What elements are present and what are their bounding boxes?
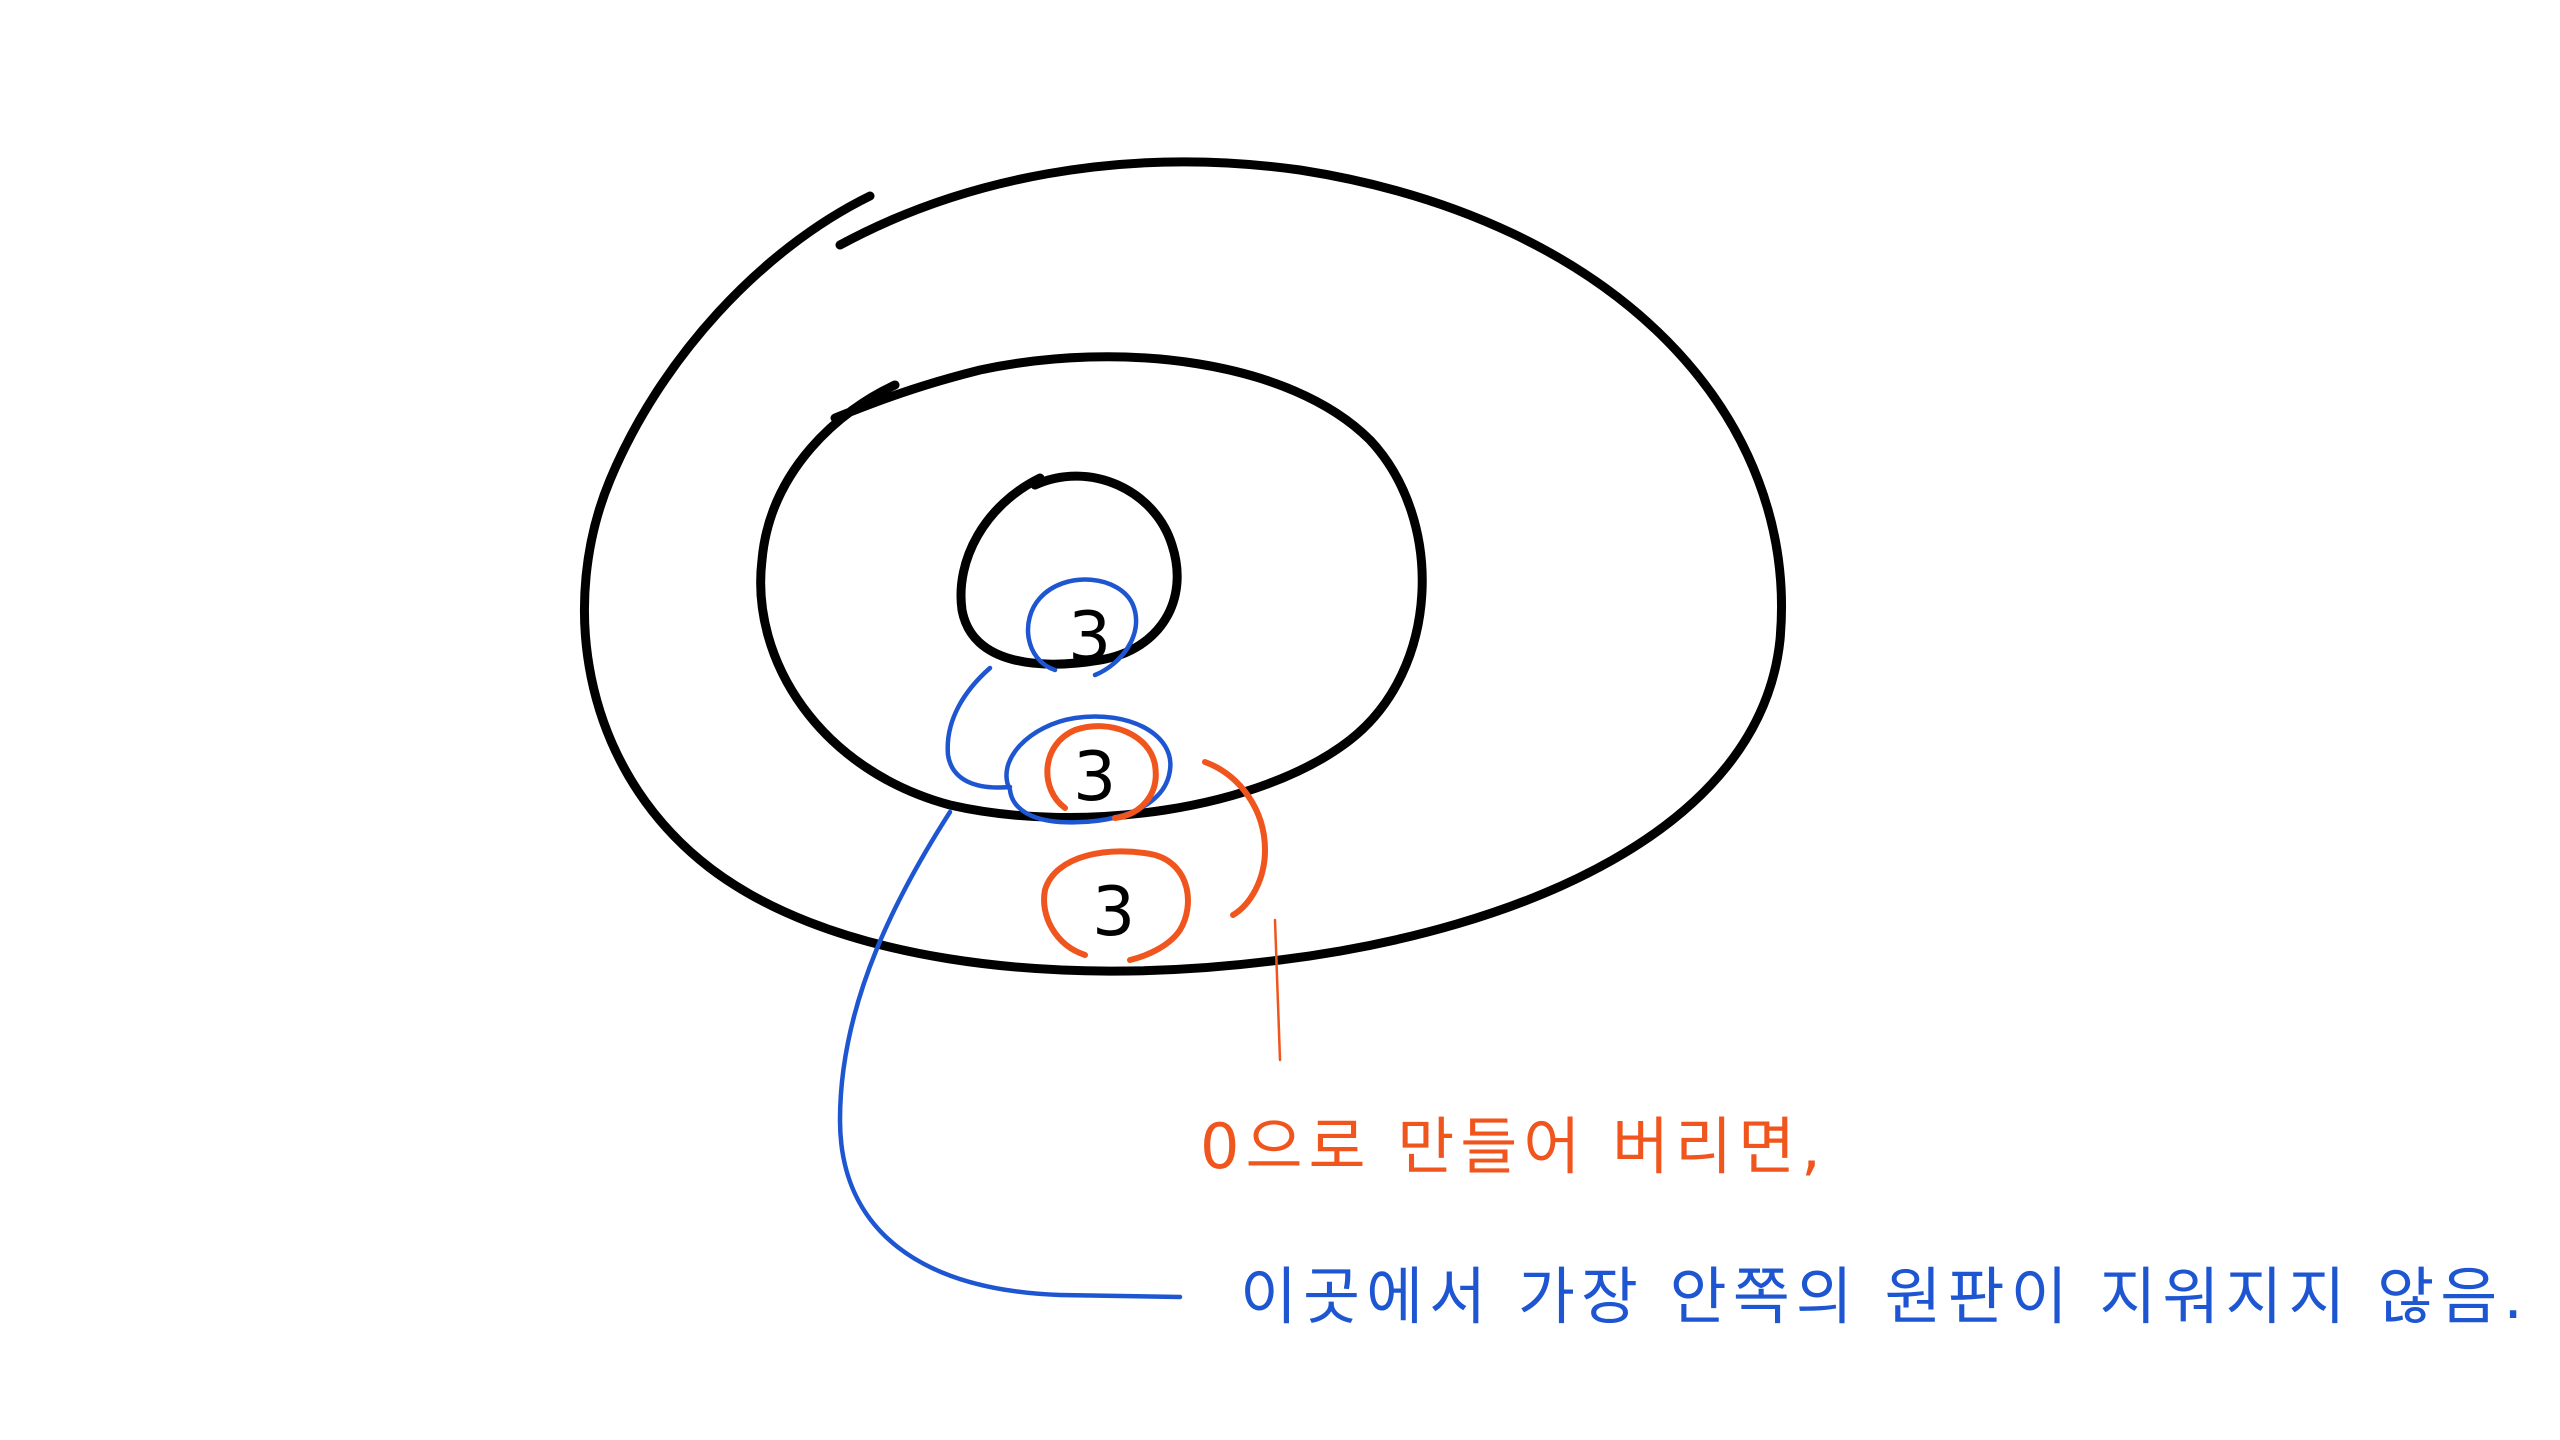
- orange-loop-middle: [1044, 723, 1159, 821]
- blue-loop-inner: [1025, 577, 1139, 678]
- orange-annotation-strokes: [1041, 723, 1282, 1062]
- blue-note: 이곳에서 가장 안쪽의 원판이 지워지지 않음.: [1240, 1260, 2529, 1333]
- outer-ring-mark: 3: [1092, 873, 1135, 952]
- blue-annotation-strokes: [837, 577, 1183, 1300]
- orange-leader-line: [1273, 918, 1282, 1062]
- orange-note: 0으로 만들어 버리면,: [1200, 1110, 1827, 1183]
- inner-ring-mark: 3: [1068, 598, 1111, 677]
- blue-loop-middle: [1004, 714, 1173, 825]
- blue-leader-line: [837, 809, 1183, 1300]
- middle-ring: [756, 352, 1427, 822]
- blue-hook-left: [945, 665, 1013, 790]
- inner-ring: [956, 471, 1182, 669]
- middle-ring-mark: 3: [1073, 738, 1116, 817]
- orange-bracket: [1202, 759, 1268, 918]
- orange-loop-outer: [1041, 848, 1191, 963]
- outer-ring: [579, 157, 1786, 976]
